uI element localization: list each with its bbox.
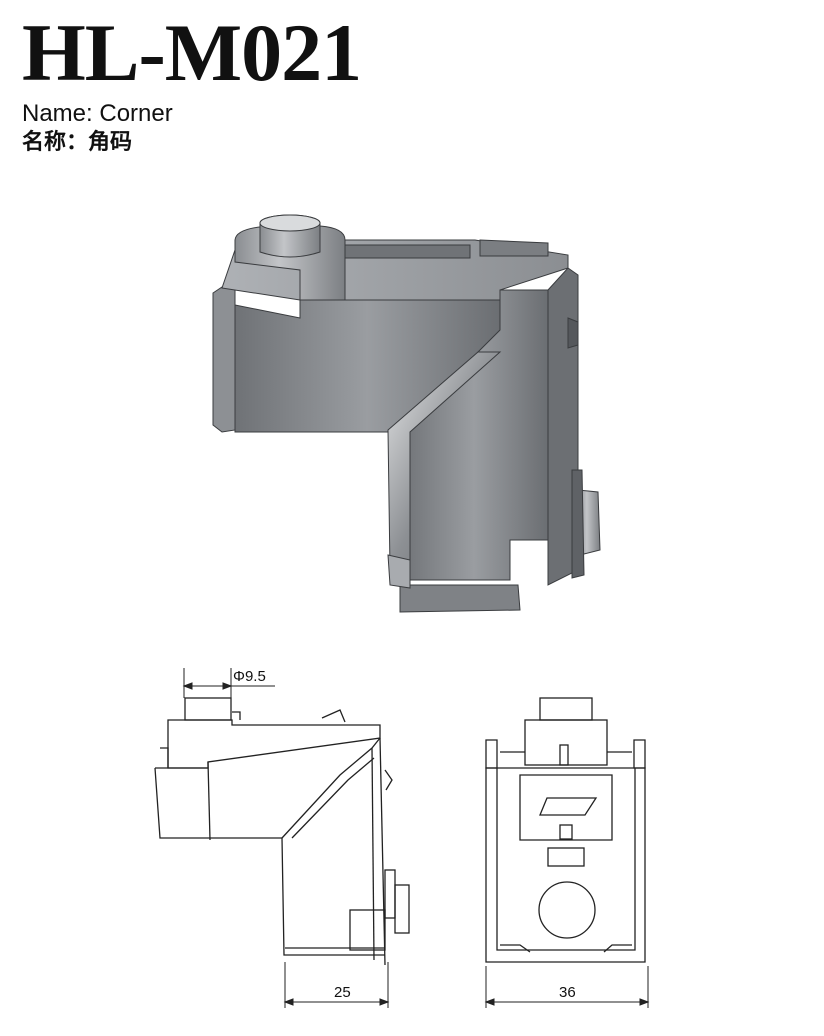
front-view-drawing xyxy=(485,697,646,963)
product-name-chinese: 名称：角码 xyxy=(22,129,133,154)
model-title: HL-M021 xyxy=(22,7,362,98)
render-body xyxy=(212,214,601,613)
dimension-lines xyxy=(182,668,650,1008)
product-name-english: Name: Corner xyxy=(22,100,173,127)
dim-front-width-label: 36 xyxy=(559,984,576,1001)
side-view-drawing xyxy=(154,697,410,966)
dim-side-width-label: 25 xyxy=(334,984,351,1001)
dim-diameter-label: Φ9.5 xyxy=(233,668,266,685)
